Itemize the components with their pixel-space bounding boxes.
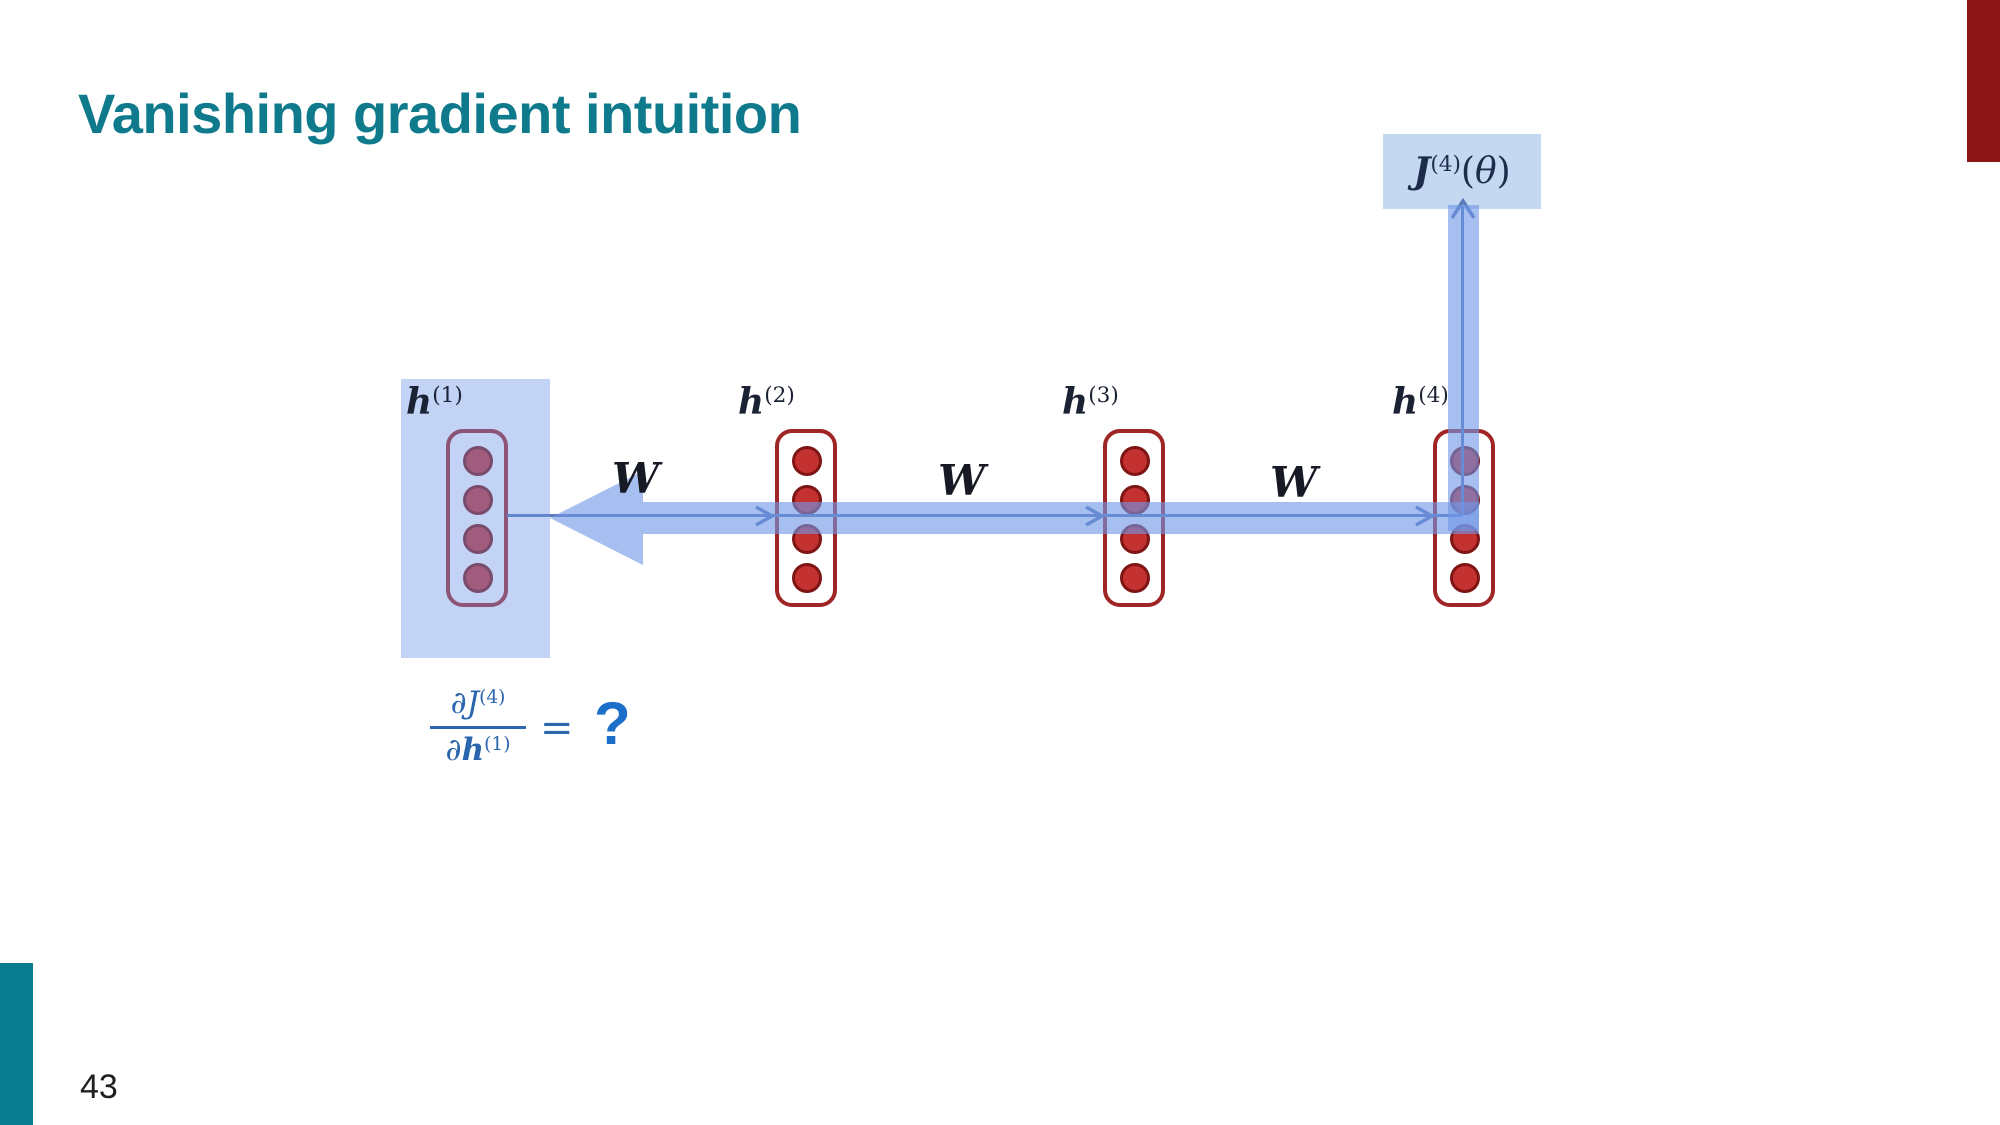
neuron-circle (463, 524, 493, 554)
decorative-teal-bar (0, 963, 33, 1125)
loss-label: J(4)(θ) (1413, 150, 1511, 192)
fraction-numerator: ∂J(4) (450, 685, 506, 721)
question-mark: ? (594, 690, 631, 757)
label-h2: h(2) (738, 381, 795, 423)
hidden-state-h1 (446, 429, 508, 607)
label-h4: h(4) (1392, 381, 1449, 423)
label-weight-w2: W (938, 456, 986, 505)
gradient-ribbon-vertical (1448, 205, 1479, 531)
neuron-circle (463, 485, 493, 515)
slide-title: Vanishing gradient intuition (78, 81, 802, 145)
label-weight-w3: W (1270, 458, 1318, 507)
neuron-circle (792, 446, 822, 476)
fraction-denominator: ∂h(1) (445, 732, 511, 768)
page-number: 43 (80, 1068, 118, 1106)
equals-sign: = (540, 705, 574, 751)
loss-box: J(4)(θ) (1383, 134, 1541, 209)
gradient-ribbon-horizontal (643, 502, 1479, 534)
fraction-bar (430, 726, 526, 729)
neuron-circle (792, 563, 822, 593)
label-weight-w1: W (612, 454, 660, 503)
neuron-circle (463, 563, 493, 593)
neuron-circle (463, 446, 493, 476)
neuron-circle (1120, 446, 1150, 476)
neuron-circle (1450, 563, 1480, 593)
label-h3: h(3) (1062, 381, 1119, 423)
gradient-fraction: ∂J(4) ∂h(1) (430, 688, 526, 766)
label-h1: h(1) (406, 381, 463, 423)
decorative-red-bar (1967, 0, 2000, 162)
gradient-ribbon-arrowhead (550, 471, 643, 565)
h1-highlight-box (401, 379, 550, 658)
neuron-circle (1120, 563, 1150, 593)
